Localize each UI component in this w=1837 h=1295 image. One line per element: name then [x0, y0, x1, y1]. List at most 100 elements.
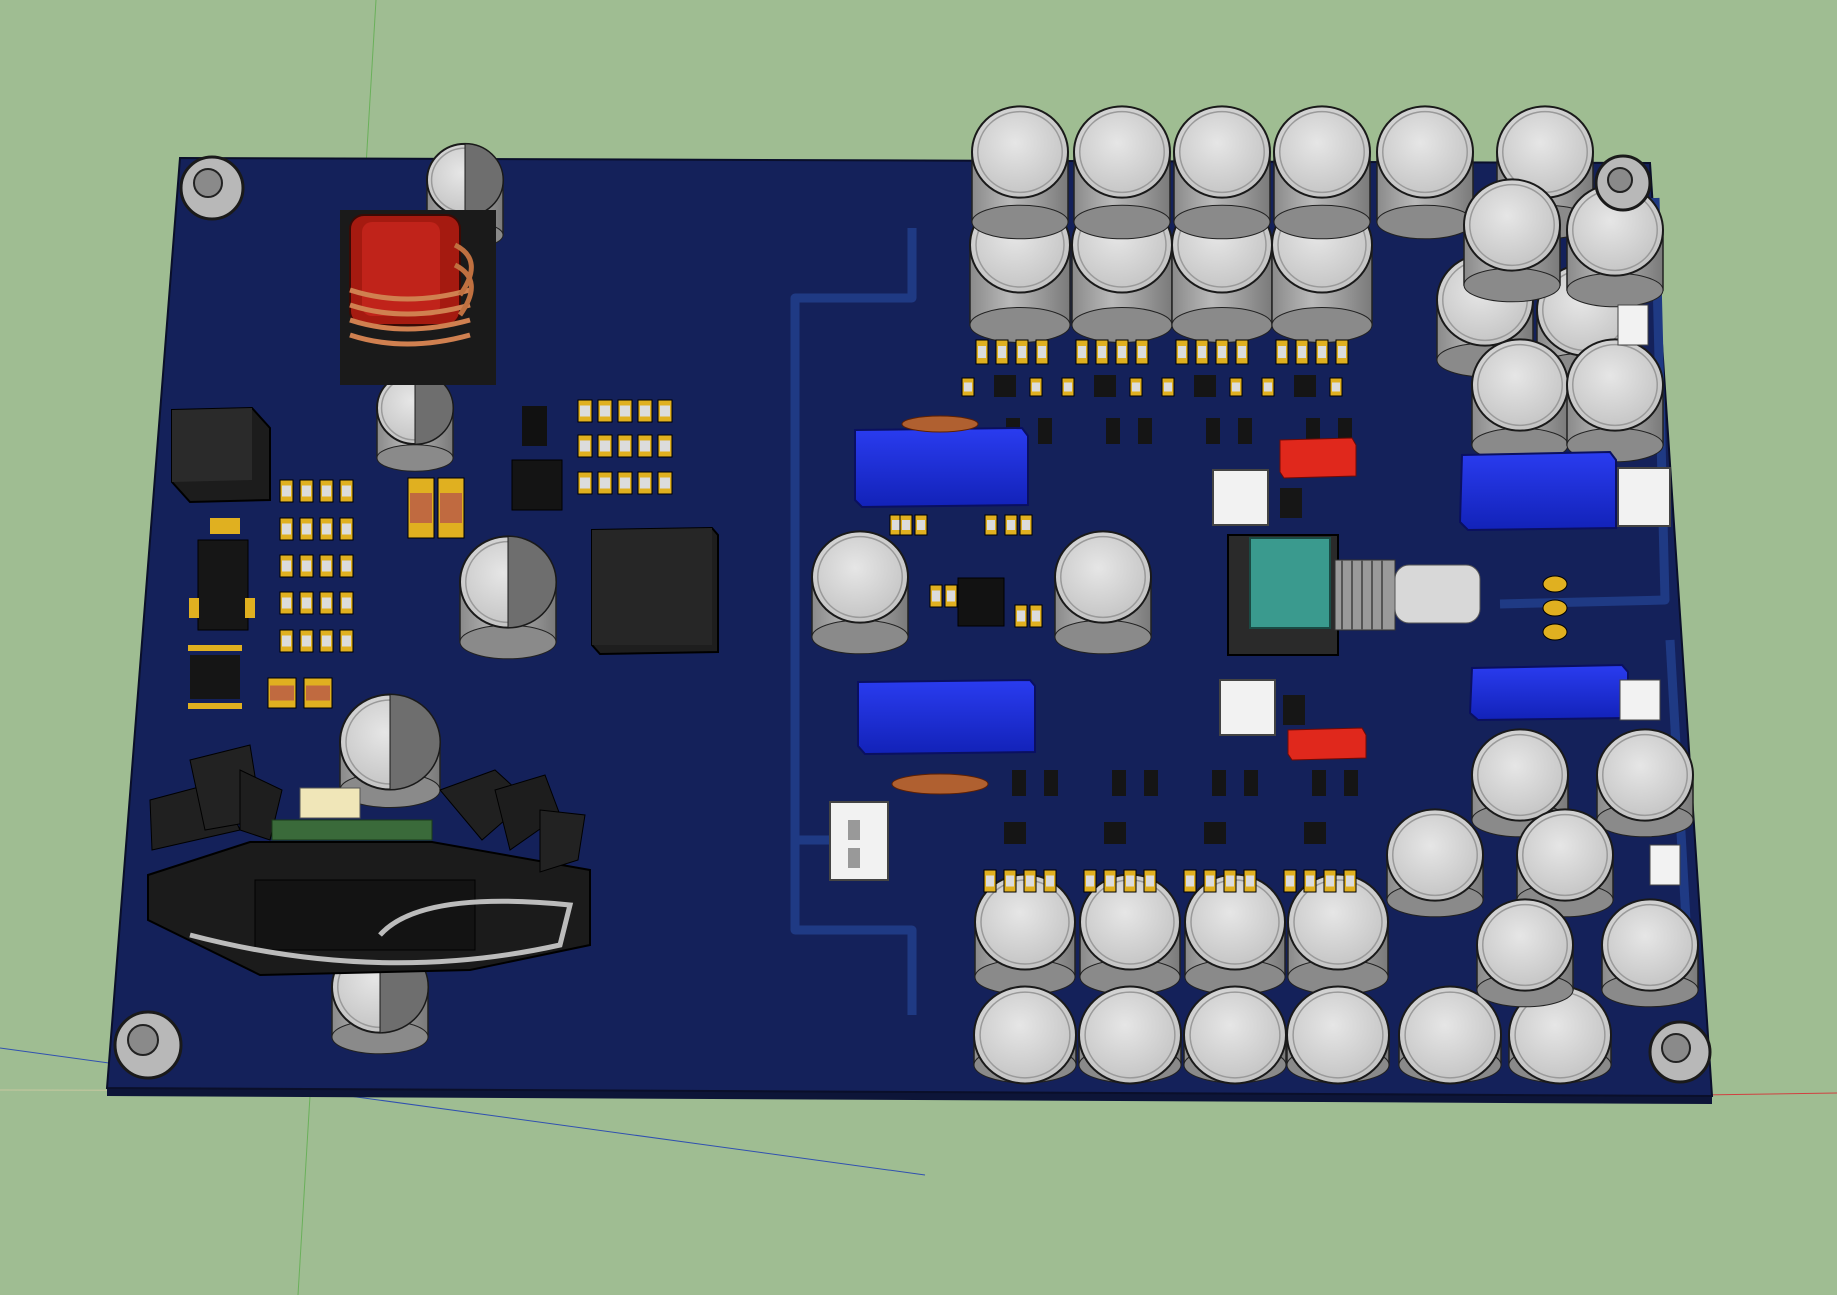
ic-top-1 [1094, 375, 1116, 397]
opamp-dip8 [957, 577, 1005, 627]
ic-top-2 [1194, 375, 1216, 397]
smd-left-4-2 [319, 629, 334, 653]
smd-bot-0-0 [983, 869, 997, 893]
smd-bot-2-3 [1243, 869, 1257, 893]
electrolytic-capacitor-top-row1-1 [1073, 105, 1171, 240]
electrolytic-capacitor-bottom-row1-1 [1079, 873, 1181, 995]
electrolytic-capacitor-mid-right [1054, 530, 1152, 655]
smd-opamp-side-3 [1029, 604, 1043, 628]
electrolytic-capacitor-top-row1-2 [1173, 105, 1271, 240]
connector-right-3[interactable] [1649, 844, 1681, 886]
smd-top-3-1 [1295, 339, 1309, 365]
mounting-hole-bottom-left [113, 1010, 183, 1080]
smd-bot-1-3 [1143, 869, 1157, 893]
electrolytic-capacitor-right-top-3 [1566, 183, 1664, 308]
diode-bot2-2 [1244, 770, 1258, 796]
smd-left-3-1 [299, 591, 314, 615]
electrolytic-capacitor-right-top-4 [1471, 338, 1569, 463]
diode-bot2-1 [1144, 770, 1158, 796]
connector-mid-top[interactable] [1212, 469, 1302, 526]
smd-mid-0-2 [617, 399, 633, 423]
electrolytic-capacitor-right-bottom-5 [1601, 898, 1699, 1008]
electrolytic-capacitor-left-2 [376, 370, 454, 472]
diode-bot-1 [1112, 770, 1126, 796]
connector-right-4[interactable] [1619, 679, 1661, 721]
film-capacitor-bottom [857, 678, 1036, 795]
smd-mid-0-3 [637, 399, 653, 423]
red-axis [1699, 1092, 1837, 1096]
smd-top-side2-0 [1029, 377, 1043, 397]
electrolytic-capacitor-bottom-row2-0 [973, 985, 1077, 1085]
smd-left-0-3 [339, 479, 354, 503]
smd-left-0-1 [299, 479, 314, 503]
connector-left[interactable] [829, 801, 889, 881]
diode-top-3 [1306, 418, 1320, 444]
ic-bot-1 [1104, 822, 1126, 844]
electrolytic-capacitor-bottom-row2-4 [1398, 985, 1502, 1085]
ic-bot-3 [1304, 822, 1326, 844]
heatsink [147, 744, 591, 977]
film-capacitor-top [854, 415, 1029, 509]
film-capacitor-right-bottom [1468, 663, 1629, 722]
diode-top2-3 [1338, 418, 1352, 444]
ic-top-3 [1294, 375, 1316, 397]
smd-top-1-3 [1135, 339, 1149, 365]
smd-left-1-0 [279, 517, 294, 541]
diode-top2-1 [1138, 418, 1152, 444]
diode-top-2 [1206, 418, 1220, 444]
smd-opamp-top-4 [1004, 514, 1018, 536]
electrolytic-capacitor-bottom-row1-0 [974, 873, 1076, 995]
smd-top-2-1 [1195, 339, 1209, 365]
diode-bot-0 [1012, 770, 1026, 796]
smd-bot-3-1 [1303, 869, 1317, 893]
smd-top-side-0 [961, 377, 975, 397]
diode-top2-2 [1238, 418, 1252, 444]
connector-right-2[interactable] [1617, 304, 1649, 346]
electrolytic-capacitor-top-row1-0 [971, 105, 1069, 240]
smd-top-2-3 [1235, 339, 1249, 365]
smd-bot-1-1 [1103, 869, 1117, 893]
diode-bot-3 [1312, 770, 1326, 796]
smd-left-2-1 [299, 554, 314, 578]
smd-left-2-2 [319, 554, 334, 578]
diode-bot2-3 [1344, 770, 1358, 796]
smd-left-3-2 [319, 591, 334, 615]
potentiometer[interactable] [1227, 534, 1481, 656]
ic-sot-top [511, 406, 563, 511]
electrolytic-capacitor-bottom-row1-3 [1287, 873, 1389, 995]
smd-left-4-0 [279, 629, 294, 653]
ic-bot-0 [1004, 822, 1026, 844]
smd-mid-0-4 [657, 399, 673, 423]
electrolytic-capacitor-bottom-row2-5 [1508, 985, 1612, 1085]
mounting-hole-top-left [179, 155, 245, 221]
smd-top-0-1 [995, 339, 1009, 365]
smd-bot-1-0 [1083, 869, 1097, 893]
smd-bot-0-1 [1003, 869, 1017, 893]
ic-top-0 [994, 375, 1016, 397]
connector-mid-bottom[interactable] [1219, 679, 1305, 736]
smd-opamp-top-1 [899, 514, 913, 536]
smd-top-side-2 [1161, 377, 1175, 397]
smd-bot-0-3 [1043, 869, 1057, 893]
smd-opamp-side-2 [1014, 604, 1028, 628]
smd-mid-1-1 [597, 434, 613, 458]
red-capacitor-top [1279, 437, 1357, 479]
smd-mid-1-2 [617, 434, 633, 458]
electrolytic-capacitor-top-row1-4 [1376, 105, 1474, 240]
smd-mid-2-0 [577, 471, 593, 495]
film-capacitor-right-top [1458, 450, 1617, 532]
connector-right-1[interactable] [1617, 467, 1671, 527]
electrolytic-capacitor-right-bottom-2 [1386, 808, 1484, 918]
electrolytic-capacitor-right-bottom-0 [1471, 728, 1569, 838]
smd-bot-1-2 [1123, 869, 1137, 893]
smd-bot-2-1 [1203, 869, 1217, 893]
electrolytic-capacitor-bottom-row2-1 [1078, 985, 1182, 1085]
smd-left-1-2 [319, 517, 334, 541]
black-transformer-large [591, 526, 719, 656]
smd-left-3-0 [279, 591, 294, 615]
pcb-board-edge [107, 1088, 1712, 1104]
smd-mid-0-1 [597, 399, 613, 423]
electrolytic-capacitor-right-top-2 [1463, 178, 1561, 303]
